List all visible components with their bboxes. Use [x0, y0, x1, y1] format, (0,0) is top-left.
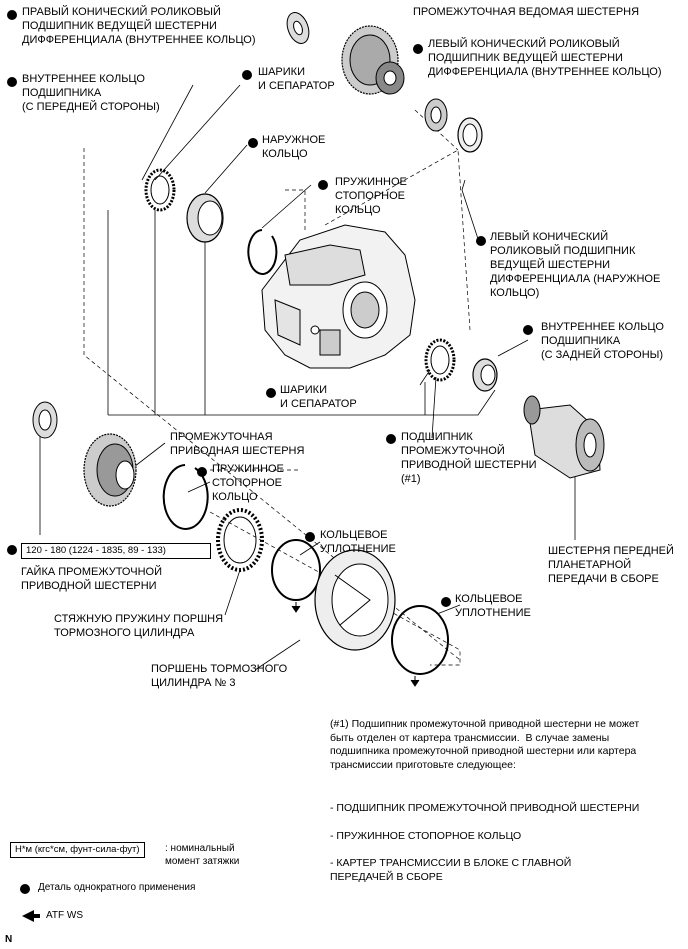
legend-single-use: Деталь однократного применения — [38, 882, 196, 893]
transmission-case-icon — [261, 224, 416, 369]
label-o-ring-2: КОЛЬЦЕВОЕ УПЛОТНЕНИЕ — [455, 593, 531, 619]
list-item: - КАРТЕР ТРАНСМИССИИ В БЛОКЕ С ГЛАВНОЙ П… — [330, 857, 572, 883]
label-piston-spring: СТЯЖНУЮ ПРУЖИНУ ПОРШНЯ ТОРМОЗНОГО ЦИЛИНД… — [54, 613, 224, 639]
single-use-dot — [242, 70, 252, 80]
single-use-dot — [248, 138, 258, 148]
inner-ring-rear-icon — [472, 358, 498, 392]
nut-icon — [32, 401, 58, 439]
label-front-planetary-gear: ШЕСТЕРНЯ ПЕРЕДНЕЙ ПЛАНЕТАРНОЙ ПЕРЕДАЧИ В… — [548, 545, 674, 585]
single-use-dot — [197, 467, 207, 477]
label-balls-separator-top: ШАРИКИ И СЕПАРАТОР — [258, 66, 335, 92]
intermediate-driven-gear-icon — [341, 25, 405, 95]
single-use-dot — [266, 388, 276, 398]
left-bearing-outer-icon — [457, 117, 483, 153]
right-bearing-inner-icon — [286, 12, 310, 44]
label-intermediate-drive-bearing: ПОДШИПНИК ПРОМЕЖУТОЧНОЙ ПРИВОДНОЙ ШЕСТЕР… — [401, 431, 537, 485]
single-use-dot — [523, 325, 533, 335]
label-intermediate-drive-gear: ПРОМЕЖУТОЧНАЯ ПРИВОДНАЯ ШЕСТЕРНЯ — [170, 431, 305, 457]
snap-ring-mid-icon — [162, 464, 209, 530]
single-use-dot — [7, 77, 17, 87]
outer-ring-icon — [186, 193, 224, 243]
single-use-dot — [7, 545, 17, 555]
label-nut: ГАЙКА ПРОМЕЖУТОЧНОЙ ПРИВОДНОЙ ШЕСТЕРНИ — [21, 566, 162, 592]
single-use-dot — [476, 236, 486, 246]
torque-spec-box: 120 - 180 (1224 - 1835, 89 - 133) — [21, 543, 211, 559]
intermediate-drive-gear-icon — [83, 433, 137, 507]
label-brake-piston: ПОРШЕНЬ ТОРМОЗНОГО ЦИЛИНДРА № 3 — [151, 663, 288, 689]
legend-single-use-dot — [20, 884, 30, 894]
label-intermediate-driven-gear: ПРОМЕЖУТОЧНАЯ ВЕДОМАЯ ШЕСТЕРНЯ — [413, 6, 640, 18]
corner-mark: N — [5, 934, 13, 945]
label-o-ring-1: КОЛЬЦЕВОЕ УПЛОТНЕНИЕ — [320, 529, 396, 555]
label-balls-separator-mid: ШАРИКИ И СЕПАРАТОР — [280, 384, 357, 410]
label-snap-ring-mid: ПРУЖИННОЕ СТОПОРНОЕ КОЛЬЦО — [212, 463, 284, 503]
o-ring-1-icon — [271, 539, 321, 613]
piston-spring-icon — [216, 508, 264, 572]
label-inner-ring-rear: ВНУТРЕННЕЕ КОЛЬЦО ПОДШИПНИКА (С ЗАДНЕЙ С… — [541, 321, 664, 361]
legend-torque-desc: : номинальный момент затяжки — [165, 843, 240, 867]
single-use-dot — [441, 597, 451, 607]
balls-separator-top-icon — [144, 168, 176, 212]
left-bearing-inner-icon — [424, 98, 448, 132]
o-ring-2-icon — [391, 605, 449, 687]
single-use-dot — [386, 434, 396, 444]
brake-piston-icon — [314, 549, 396, 651]
legend-torque-unit: Н*м (кгс*см, фунт-сила-фут) — [10, 842, 145, 858]
single-use-dot — [413, 44, 423, 54]
single-use-dot — [7, 10, 17, 20]
atf-arrow-icon — [22, 910, 40, 922]
snap-ring-top-icon — [247, 229, 278, 275]
legend-atf: ATF WS — [46, 910, 84, 921]
single-use-dot — [318, 180, 328, 190]
note-text: (#1) Подшипник промежуточной приводной ш… — [330, 718, 640, 771]
label-right-bearing-inner: ПРАВЫЙ КОНИЧЕСКИЙ РОЛИКОВЫЙ ПОДШИПНИК ВЕ… — [22, 6, 256, 46]
single-use-dot — [305, 532, 315, 542]
list-item: - ПОДШИПНИК ПРОМЕЖУТОЧНОЙ ПРИВОДНОЙ ШЕСТ… — [330, 802, 640, 814]
list-item: - ПРУЖИННОЕ СТОПОРНОЕ КОЛЬЦО — [330, 830, 522, 842]
front-planetary-gear-icon — [523, 395, 605, 479]
label-left-bearing-inner: ЛЕВЫЙ КОНИЧЕСКИЙ РОЛИКОВЫЙ ПОДШИПНИК ВЕД… — [428, 38, 662, 78]
balls-separator-mid-icon — [424, 338, 456, 382]
label-outer-ring: НАРУЖНОЕ КОЛЬЦО — [262, 134, 326, 160]
label-inner-ring-front: ВНУТРЕННЕЕ КОЛЬЦО ПОДШИПНИКА (С ПЕРЕДНЕЙ… — [22, 73, 160, 113]
label-left-bearing-outer: ЛЕВЫЙ КОНИЧЕСКИЙ РОЛИКОВЫЙ ПОДШИПНИК ВЕД… — [490, 231, 661, 299]
label-snap-ring-top: ПРУЖИННОЕ СТОПОРНОЕ КОЛЬЦО — [335, 176, 407, 216]
